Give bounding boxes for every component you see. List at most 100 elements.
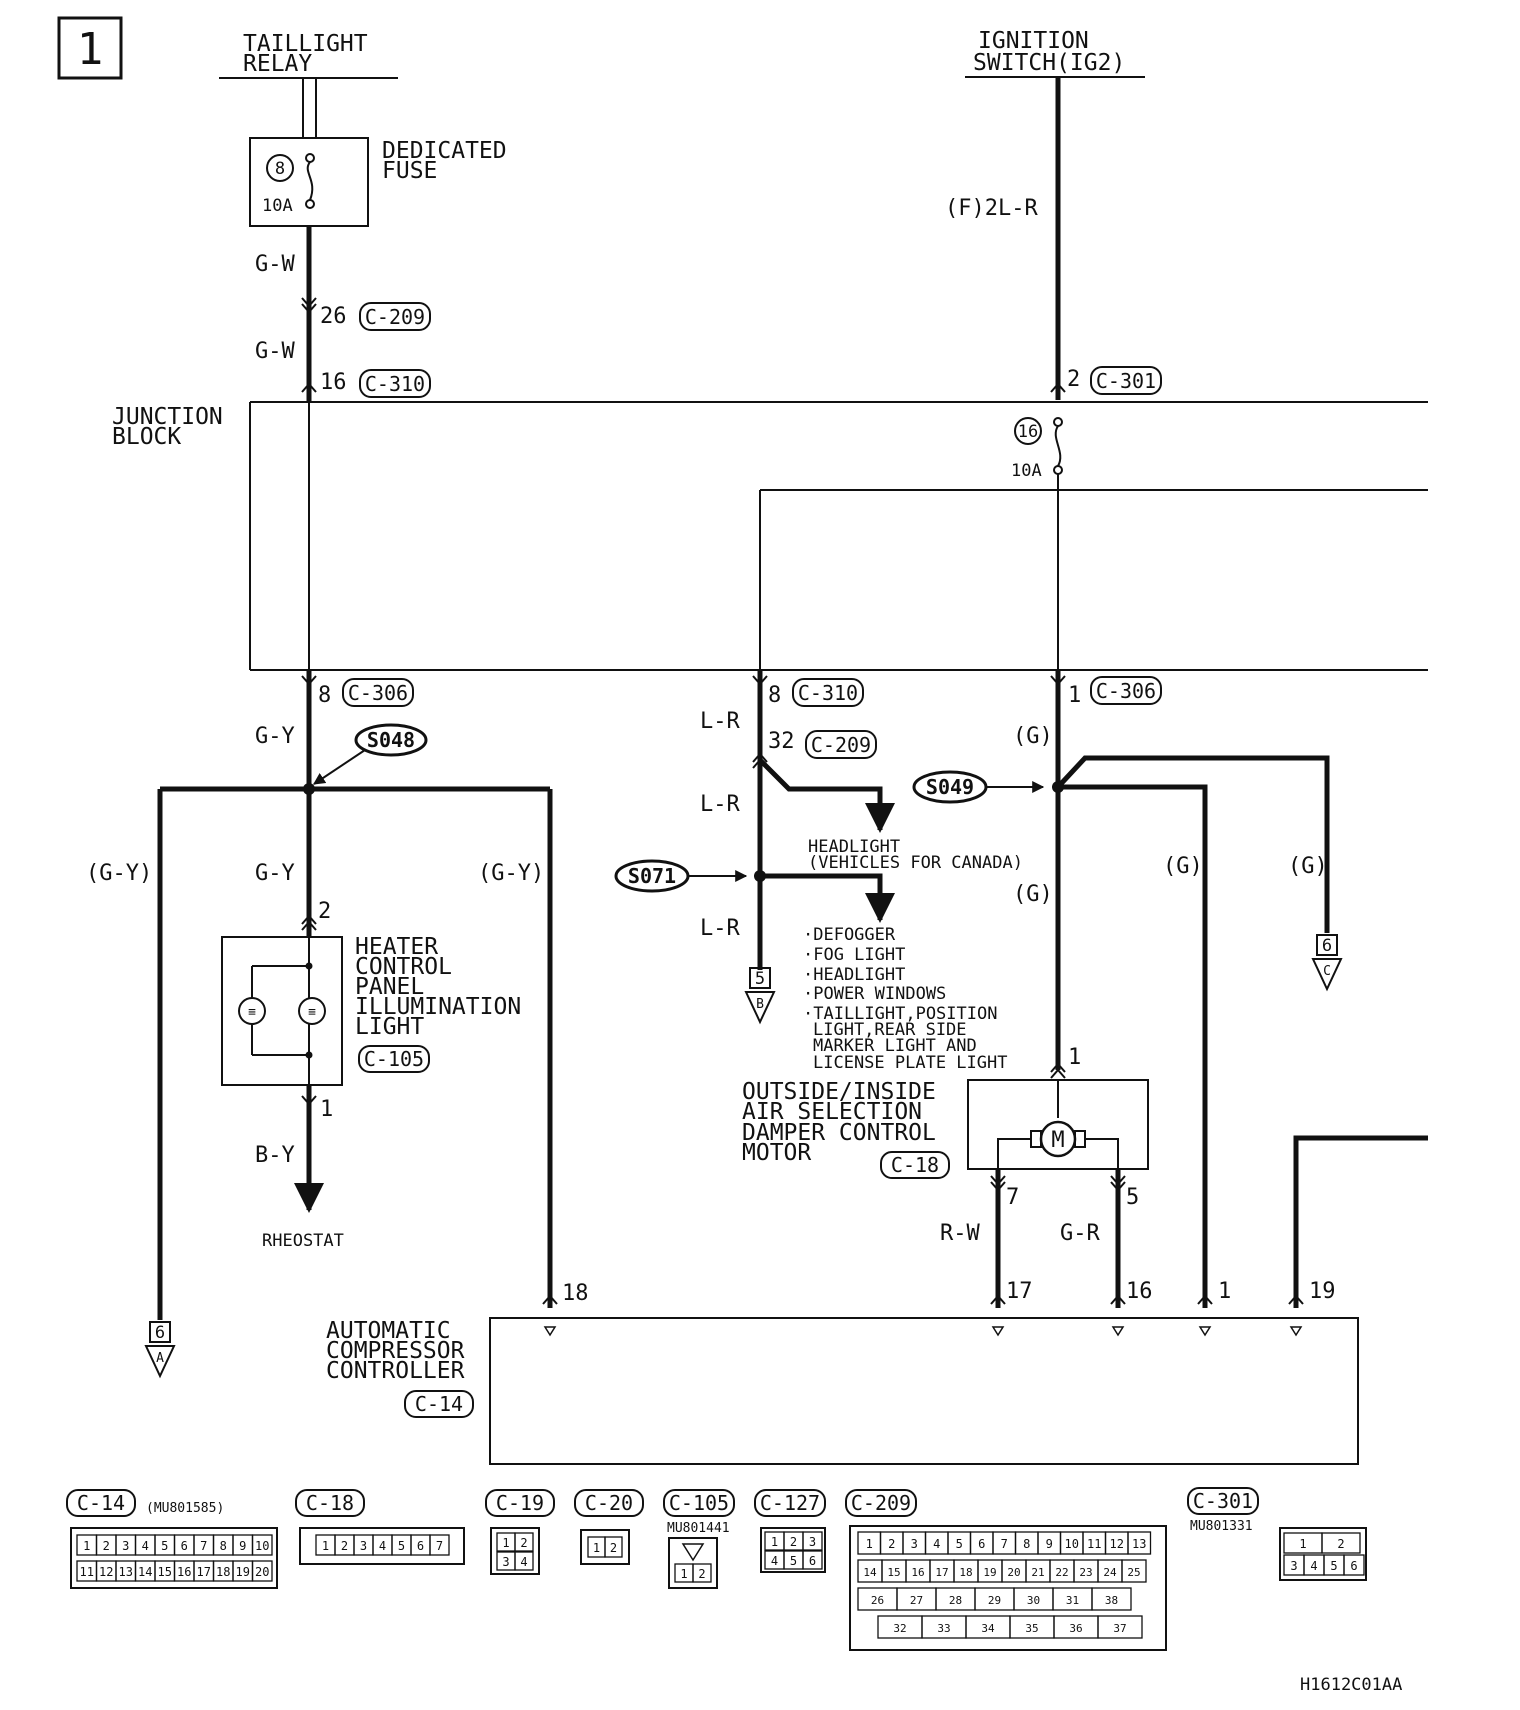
connector-ref-c14-a: C-14 xyxy=(415,1392,463,1416)
c127-grid-pin-6: 6 xyxy=(809,1554,816,1568)
splice-s071: S071 xyxy=(614,859,748,893)
pin-32: 32 xyxy=(768,729,795,754)
c209-grid-pin-28: 28 xyxy=(949,1594,962,1607)
wire-gw-2: G-W xyxy=(255,339,295,364)
c18-grid-pin-6: 6 xyxy=(417,1539,424,1553)
c209-grid-pin-20: 20 xyxy=(1007,1566,1020,1579)
c209-grid-pin-26: 26 xyxy=(871,1594,884,1607)
c301-grid-pin-3: 3 xyxy=(1290,1559,1297,1573)
cv-c18-ref: C-18 xyxy=(306,1491,354,1515)
splice-s048: S048 xyxy=(313,723,428,785)
load-6: LIGHT,REAR SIDE xyxy=(813,1020,967,1040)
c301-grid-pin-4: 4 xyxy=(1310,1559,1317,1573)
c14-grid-pin-16: 16 xyxy=(177,1565,191,1579)
junction-block: JUNCTION BLOCK 16 10A xyxy=(112,401,1428,671)
c209-grid-pin-17: 17 xyxy=(935,1566,948,1579)
c19-grid-pin-3: 3 xyxy=(502,1555,509,1569)
c14-grid-pin-10-cell xyxy=(251,1534,273,1556)
compressor-controller: AUTOMATIC COMPRESSOR CONTROLLER C-14 xyxy=(326,1317,1359,1465)
c105-grid-pin-2: 2 xyxy=(698,1567,705,1581)
c20-grid-pin-2-cell xyxy=(604,1536,623,1558)
cv-c20-ref: C-20 xyxy=(585,1491,633,1515)
c14-grid-pin-8: 8 xyxy=(220,1539,227,1553)
c14-grid-pin-19: 19 xyxy=(236,1565,250,1579)
c209-grid-pin-6: 6 xyxy=(978,1537,985,1551)
connector-ref-c18-a: C-18 xyxy=(891,1153,939,1177)
wire-g-paren-1: (G) xyxy=(1013,724,1053,749)
c14-grid-pin-11: 11 xyxy=(80,1565,94,1579)
c209-grid-pin-3: 3 xyxy=(911,1537,918,1551)
c209-grid-pin-4: 4 xyxy=(933,1537,940,1551)
dedicated-fuse: 8 10A DEDICATED FUSE xyxy=(249,137,507,227)
load-8: LICENSE PLATE LIGHT xyxy=(813,1053,1007,1073)
pin-26: 26 xyxy=(320,304,347,329)
c127-grid-pin-4: 4 xyxy=(771,1554,778,1568)
heater-label-1: HEATER xyxy=(355,934,438,960)
c127-grid-pin-6-cell xyxy=(802,1550,823,1570)
wire-gw-1: G-W xyxy=(255,252,295,277)
c301-grid-pin-2-cell xyxy=(1321,1532,1361,1554)
c209-grid-pin-19: 19 xyxy=(983,1566,996,1579)
wire-g-paren-4: (G) xyxy=(1288,854,1328,879)
heater-label-2: CONTROL xyxy=(355,954,452,980)
c209-grid-pin-8: 8 xyxy=(1023,1537,1030,1551)
c301-grid-pin-5: 5 xyxy=(1330,1559,1337,1573)
load-2: ·FOG LIGHT xyxy=(803,945,905,965)
c209-grid-pin-12: 12 xyxy=(1110,1537,1124,1551)
c14-grid-pin-2: 2 xyxy=(103,1539,110,1553)
rheostat-label: RHEOSTAT xyxy=(262,1231,344,1251)
svg-text:C-306: C-306 xyxy=(1096,679,1156,703)
wire-gr: G-R xyxy=(1060,1221,1100,1246)
junction-block-label-1: JUNCTION xyxy=(112,404,223,430)
c209-grid-pin-5: 5 xyxy=(956,1537,963,1551)
pin-2-c301: 2 xyxy=(1067,367,1080,392)
pin-8-c306: 8 xyxy=(318,683,331,708)
c209-grid-pin-36: 36 xyxy=(1069,1622,1082,1635)
c127-grid-pin-1: 1 xyxy=(771,1535,778,1549)
c301-grid-pin-2: 2 xyxy=(1337,1537,1344,1551)
c209-grid-pin-15: 15 xyxy=(887,1566,900,1579)
c127-grid-pin-3-cell xyxy=(802,1531,823,1551)
svg-text:C-310: C-310 xyxy=(365,372,425,396)
load-4: ·POWER WINDOWS xyxy=(803,984,946,1004)
continuation-b: 5 B xyxy=(744,967,776,1025)
svg-text:5: 5 xyxy=(755,969,765,989)
c19-grid-pin-2-cell xyxy=(514,1532,534,1552)
c209-grid-pin-37-cell xyxy=(1097,1615,1143,1639)
svg-text:≡: ≡ xyxy=(308,1005,316,1020)
dedicated-fuse-rating: 10A xyxy=(262,196,293,216)
connector-ref-c310-b: C-310 xyxy=(792,678,864,707)
splice-s049: S049 xyxy=(912,770,1045,804)
pin-16-ctrl: 16 xyxy=(1126,1279,1153,1304)
motor-label-4: MOTOR xyxy=(742,1140,811,1166)
svg-text:C-301: C-301 xyxy=(1096,369,1156,393)
wire-gy-2: G-Y xyxy=(255,861,295,886)
cv-c301-ref: C-301 xyxy=(1193,1489,1253,1513)
c18-grid-pin-3: 3 xyxy=(360,1539,367,1553)
load-1: ·DEFOGGER xyxy=(803,925,896,945)
ignition-switch-label-1: IGNITION xyxy=(978,28,1089,54)
jb-fuse-number: 16 xyxy=(1018,422,1038,442)
c209-grid-pin-21: 21 xyxy=(1031,1566,1044,1579)
c14-grid-pin-5: 5 xyxy=(161,1539,168,1553)
c209-grid-pin-37: 37 xyxy=(1113,1622,1126,1635)
page-number: 1 xyxy=(77,24,104,75)
dedicated-fuse-label-2: FUSE xyxy=(382,158,437,184)
cv-c209-ref: C-209 xyxy=(851,1491,911,1515)
dedicated-fuse-number: 8 xyxy=(275,159,285,179)
ignition-switch-label-2: SWITCH(IG2) xyxy=(973,50,1125,76)
c18-grid-pin-4: 4 xyxy=(379,1539,386,1553)
c127-grid-pin-2: 2 xyxy=(790,1535,797,1549)
wire-by: B-Y xyxy=(255,1143,295,1168)
c301-grid-pin-1: 1 xyxy=(1299,1537,1306,1551)
wire-lr-2: L-R xyxy=(700,792,740,817)
c209-grid-pin-14: 14 xyxy=(863,1566,877,1579)
svg-text:B: B xyxy=(756,997,764,1012)
svg-text:6: 6 xyxy=(155,1323,165,1343)
pin-8-c310: 8 xyxy=(768,683,781,708)
svg-text:C-209: C-209 xyxy=(365,305,425,329)
wire-g-paren-2: (G) xyxy=(1013,882,1053,907)
c209-grid-pin-13-cell xyxy=(1127,1531,1152,1555)
c209-grid-pin-30: 30 xyxy=(1027,1594,1040,1607)
